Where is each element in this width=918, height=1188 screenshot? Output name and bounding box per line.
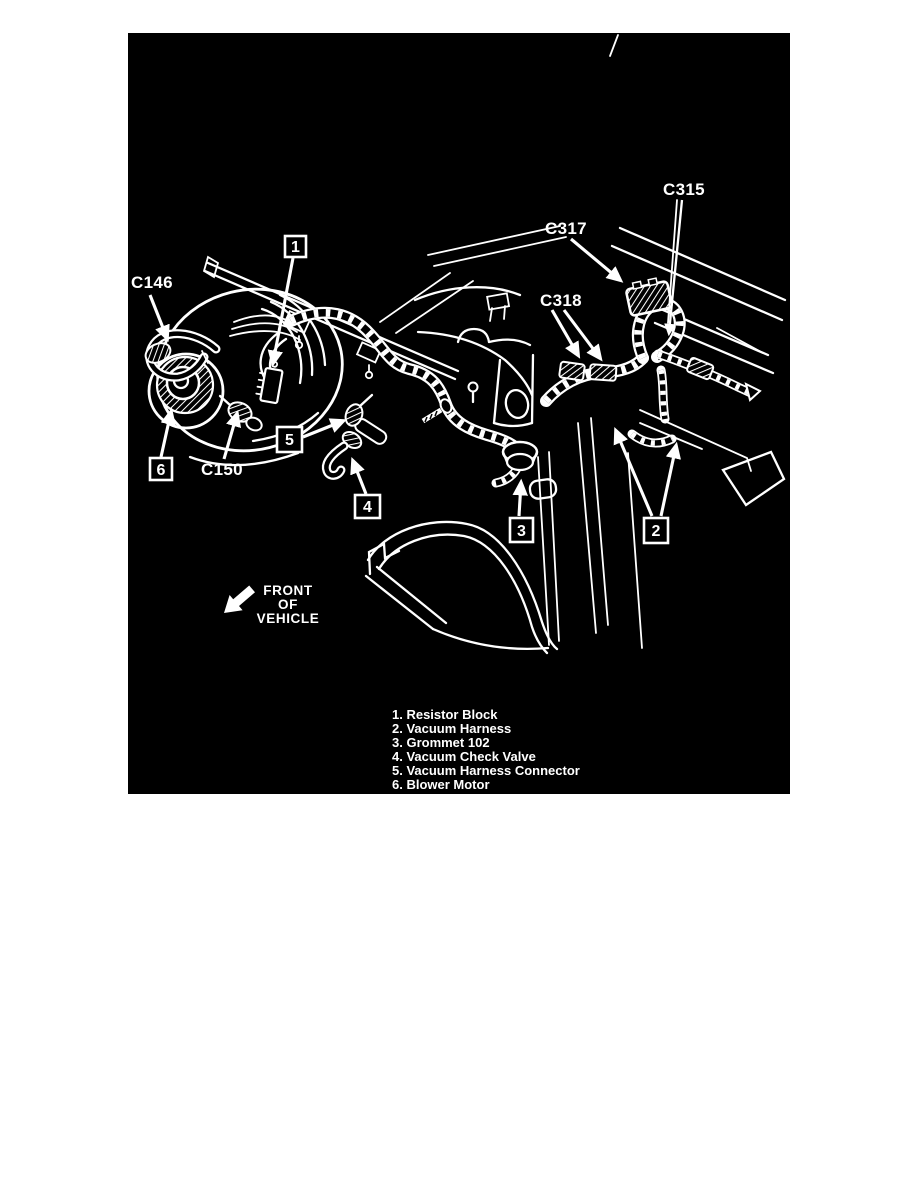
callout-5: 5 bbox=[275, 425, 304, 454]
screw-drawing bbox=[421, 398, 453, 424]
legend: 1. Resistor Block 2. Vacuum Harness 3. G… bbox=[392, 707, 580, 792]
label-c315-arrow bbox=[664, 199, 684, 337]
cowl-link-hole bbox=[528, 478, 558, 500]
connector-labels: C146 C150 C315 C317 C318 bbox=[131, 180, 705, 479]
callout-2-arrow-right bbox=[659, 441, 681, 517]
wheel-arch-drawing bbox=[364, 520, 559, 655]
legend-item-1: 1. Resistor Block bbox=[392, 707, 498, 722]
label-c318-arrow-left bbox=[550, 309, 581, 359]
callouts: 1 2 3 4 5 bbox=[148, 234, 670, 545]
harness-connector-drawing bbox=[344, 393, 374, 427]
cowl-panel-drawing bbox=[413, 286, 558, 500]
front-label-line2: OF bbox=[278, 597, 298, 612]
bolt-drawing bbox=[467, 381, 479, 404]
callout-2-arrow-left bbox=[613, 427, 654, 517]
callout-6-arrow bbox=[159, 407, 176, 458]
callout-1: 1 bbox=[283, 234, 308, 259]
callout-3-number: 3 bbox=[517, 523, 526, 540]
diagram-plate: 1 2 3 4 5 bbox=[128, 33, 790, 794]
callout-5-number: 5 bbox=[285, 432, 294, 449]
label-c146: C146 bbox=[131, 273, 173, 292]
lower-panel-blade bbox=[721, 450, 786, 507]
callout-3-arrow bbox=[512, 478, 528, 517]
diagram-canvas: 1 2 3 4 5 bbox=[131, 34, 787, 792]
label-c317: C317 bbox=[545, 219, 587, 238]
label-c146-arrow bbox=[148, 294, 170, 343]
callout-5-arrow bbox=[302, 418, 348, 439]
c146-hose-drawing bbox=[144, 329, 221, 382]
legend-item-5: 5. Vacuum Harness Connector bbox=[392, 763, 580, 778]
leader-arrows bbox=[148, 199, 684, 517]
label-c315: C315 bbox=[663, 180, 705, 199]
callout-1-arrow bbox=[267, 257, 295, 368]
callout-2-number: 2 bbox=[652, 523, 661, 540]
callout-2: 2 bbox=[642, 516, 670, 545]
front-arrow-icon bbox=[224, 585, 255, 613]
vacuum-harness-drawing bbox=[229, 303, 762, 483]
callout-1-number: 1 bbox=[291, 239, 300, 256]
scan-slash-mark bbox=[609, 34, 619, 57]
label-c317-arrow bbox=[570, 237, 624, 283]
front-of-vehicle: FRONT OF VEHICLE bbox=[224, 583, 319, 626]
harness-inline-connector bbox=[686, 356, 715, 381]
legend-item-4: 4. Vacuum Check Valve bbox=[392, 749, 536, 764]
callout-6: 6 bbox=[148, 456, 174, 482]
resistor-block-drawing bbox=[255, 360, 284, 405]
front-label-line3: VEHICLE bbox=[257, 611, 320, 626]
callout-4-arrow bbox=[350, 456, 368, 495]
grommet-drawing bbox=[501, 440, 539, 472]
label-c150: C150 bbox=[201, 460, 243, 479]
harness-end-tip bbox=[744, 382, 762, 402]
blower-motor-drawing bbox=[147, 287, 344, 467]
c318-connectors-drawing bbox=[558, 360, 618, 382]
legend-item-6: 6. Blower Motor bbox=[392, 777, 490, 792]
callout-4: 4 bbox=[353, 493, 382, 520]
callout-6-number: 6 bbox=[157, 462, 166, 479]
front-label-line1: FRONT bbox=[263, 583, 313, 598]
legend-item-3: 3. Grommet 102 bbox=[392, 735, 490, 750]
callout-4-number: 4 bbox=[363, 499, 372, 516]
c150-connector-drawing bbox=[218, 394, 263, 432]
c146-fitting bbox=[144, 342, 172, 364]
label-c150-arrow bbox=[222, 409, 242, 460]
label-c318: C318 bbox=[540, 291, 582, 310]
cowl-oval-hole bbox=[504, 388, 530, 420]
label-c318-arrow-right bbox=[562, 309, 603, 362]
callout-3: 3 bbox=[508, 516, 535, 544]
legend-item-2: 2. Vacuum Harness bbox=[392, 721, 511, 736]
